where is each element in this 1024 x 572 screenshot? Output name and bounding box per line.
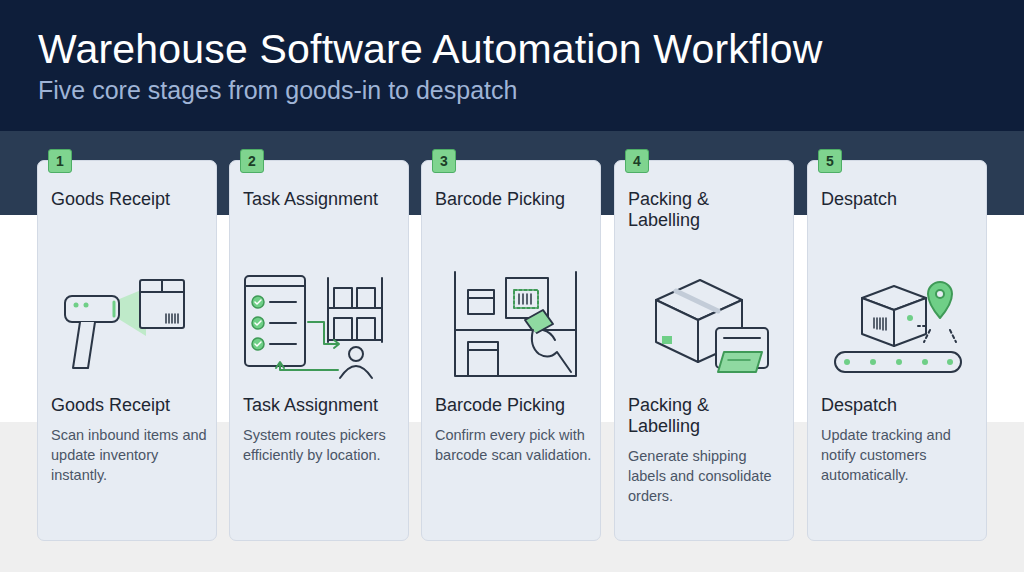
card-lower-text: Packing & LabellingGenerate shipping lab… [628, 395, 786, 506]
step-badge: 3 [432, 149, 456, 173]
step-number: 3 [440, 153, 448, 169]
step-badge: 1 [48, 149, 72, 173]
stage-heading: Task Assignment [243, 395, 401, 416]
subtitle: Five core stages from goods-in to despat… [38, 76, 517, 105]
stage-description: Confirm every pick with barcode scan val… [435, 425, 593, 465]
card-lower-text: DespatchUpdate tracking and notify custo… [821, 395, 979, 485]
card-lower-text: Barcode PickingConfirm every pick with b… [435, 395, 593, 465]
stage-card: Packing & LabellingPacking & LabellingGe… [614, 160, 794, 541]
stage-card: Barcode PickingBarcode PickingConfirm ev… [421, 160, 601, 541]
stage-description: Update tracking and notify customers aut… [821, 425, 979, 485]
despatch-icon [835, 282, 961, 372]
stage-heading: Despatch [821, 395, 979, 416]
stage-heading: Packing & Labelling [628, 395, 753, 437]
stage-heading: Barcode Picking [435, 189, 593, 210]
step-number: 1 [56, 153, 64, 169]
step-number: 2 [248, 153, 256, 169]
stage-card: Task AssignmentTask AssignmentSystem rou… [229, 160, 409, 541]
step-badge: 5 [818, 149, 842, 173]
title: Warehouse Software Automation Workflow [38, 26, 823, 73]
stage-description: System routes pickers efficiently by loc… [243, 425, 401, 465]
stage-heading: Despatch [821, 189, 979, 210]
packing-icon [656, 280, 768, 372]
stage-heading: Barcode Picking [435, 395, 593, 416]
step-number: 4 [633, 153, 641, 169]
task-icon [245, 276, 382, 378]
step-number: 5 [826, 153, 834, 169]
card-lower-text: Task AssignmentSystem routes pickers eff… [243, 395, 401, 465]
stage-heading: Goods Receipt [51, 189, 209, 210]
stage-description: Scan inbound items and update inventory … [51, 425, 209, 485]
picking-icon [455, 272, 576, 376]
stage-heading: Task Assignment [243, 189, 401, 210]
stage-heading: Packing & Labelling [628, 189, 753, 231]
step-badge: 2 [240, 149, 264, 173]
step-badge: 4 [625, 149, 649, 173]
stage-heading: Goods Receipt [51, 395, 209, 416]
stage-description: Generate shipping labels and consolidate… [628, 446, 786, 506]
scanner-icon [65, 280, 184, 368]
stage-card: DespatchDespatchUpdate tracking and noti… [807, 160, 987, 541]
stage-card: Goods ReceiptGoods ReceiptScan inbound i… [37, 160, 217, 541]
card-lower-text: Goods ReceiptScan inbound items and upda… [51, 395, 209, 485]
